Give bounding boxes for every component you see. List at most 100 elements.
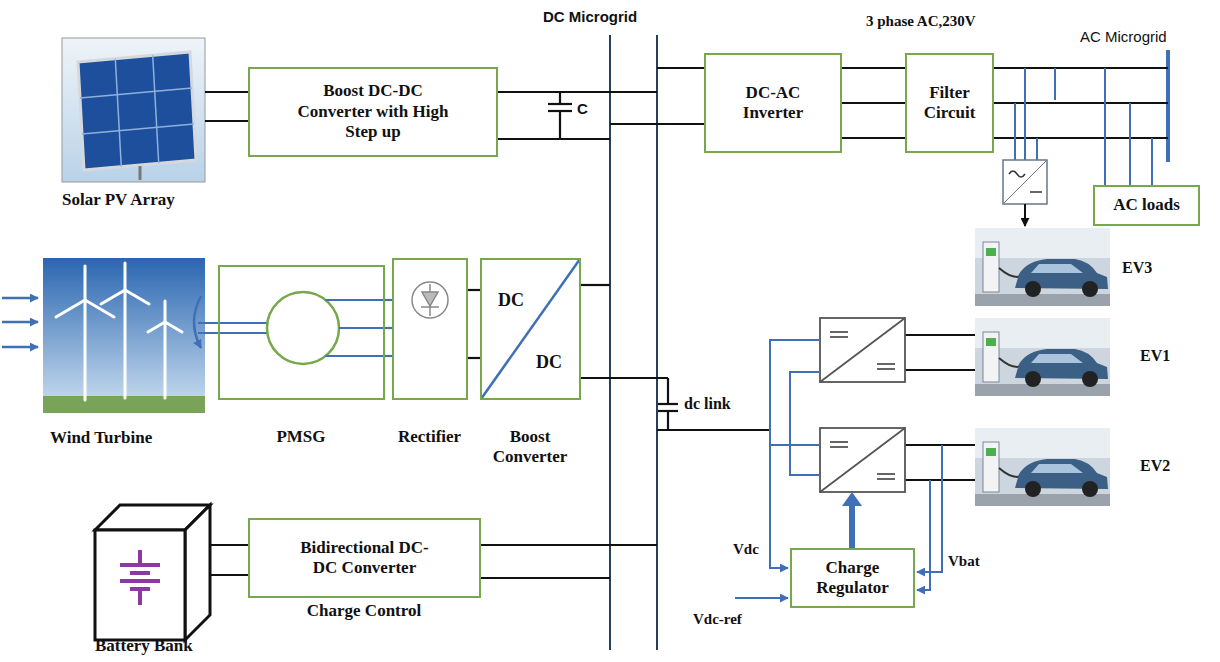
wire-connector [842, 67, 905, 69]
wind-turbine-illustration [125, 290, 149, 304]
box-caption: Rectifier [380, 427, 480, 447]
ev-charger-converter [820, 318, 905, 492]
power-wire [994, 137, 1168, 139]
power-wire [581, 284, 610, 286]
power-wire [498, 138, 610, 140]
battery-bank-illustration [120, 579, 160, 583]
box-label: Boost DC-DC Converter with High Step up [291, 81, 456, 142]
wind-turbine-illustration [101, 290, 125, 304]
power-wire [498, 91, 657, 93]
label-slot: EV1 [1140, 346, 1170, 365]
wire-connector [385, 299, 392, 301]
signal-wire [735, 597, 788, 599]
solar-pv-illustration [80, 88, 192, 98]
label-slot: Battery Bank [95, 636, 193, 656]
battery-bank-illustration [138, 550, 142, 565]
wind-turbine-illustration [43, 258, 205, 413]
ac-tap-wire [1054, 68, 1056, 100]
text-slot: Boost Converter [485, 427, 575, 468]
box-label: Charge Regulator [808, 558, 898, 599]
pmsg-symbol [267, 292, 339, 364]
ac-tap-wire [1024, 68, 1026, 160]
power-wire [905, 479, 975, 481]
rating-label: 3 phase AC,230V [866, 12, 976, 30]
pmsg-symbol [339, 327, 385, 329]
ev-label: EV2 [1140, 456, 1170, 475]
wind-turbine-illustration [56, 263, 182, 400]
charge-regulator-box: Charge Regulator [790, 548, 915, 608]
signal-wire [790, 372, 820, 475]
box-caption: PMSG [241, 427, 361, 447]
inverter-symbol [1003, 160, 1047, 204]
power-wire [994, 67, 1168, 69]
power-wire [210, 544, 248, 546]
ev-label: EV3 [1122, 258, 1152, 277]
generator-box: PMSG [218, 265, 385, 400]
label-slot: Vdc [733, 540, 759, 558]
power-wire [905, 334, 975, 336]
signal-name: Vdc-ref [693, 610, 742, 628]
box-content: Boost DC-DC Converter with High Step up [250, 69, 496, 155]
ev-charger-converter [830, 331, 848, 333]
wind-turbine-illustration [84, 266, 87, 300]
wind-arrow [2, 321, 38, 324]
control-arrow [842, 492, 862, 506]
label-slot: Solar PV Array [62, 190, 175, 210]
wind-turbine-illustration [124, 290, 127, 398]
label-slot: Wind Turbine [50, 428, 152, 448]
box-caption: Boost Converter [485, 427, 575, 468]
ev-charger-converter [877, 363, 895, 365]
inverter-symbol [1030, 191, 1042, 193]
boost-converter-box: DCDCBoost Converter [480, 258, 581, 400]
dc-bus-line [610, 35, 657, 650]
power-wire [581, 377, 668, 379]
label-slot: AC Microgrid [1080, 28, 1167, 46]
shaft [198, 323, 268, 333]
box-label: Filter Circuit [915, 83, 985, 124]
source-label: Battery Bank [95, 636, 193, 656]
capacitor-symbol [548, 92, 678, 430]
load-box: AC loads [1093, 185, 1200, 226]
source-label: Wind Turbine [50, 428, 152, 448]
rectifier-box: Rectifier [392, 258, 468, 400]
battery-bank-illustration [120, 563, 160, 567]
inverter-symbol [1024, 204, 1026, 226]
box-label: Bidirectional DC- DC Converter [292, 538, 437, 579]
capacitor-symbol [559, 111, 561, 139]
box-content: Bidirectional DC- DC Converter [250, 520, 479, 596]
text-slot: PMSG [241, 427, 361, 447]
battery-bank-illustration [130, 571, 150, 575]
capacitor-symbol [667, 378, 669, 404]
power-wire [657, 67, 704, 69]
box-label: AC loads [1113, 195, 1180, 215]
converter-diagonal [481, 259, 580, 399]
battery-bank-illustration [185, 505, 210, 640]
ev-charger-converter [820, 318, 905, 382]
control-arrow [842, 492, 862, 548]
wind-turbine-illustration [165, 322, 182, 332]
box-label: DC-AC Inverter [733, 83, 813, 124]
box-content: DC-AC Inverter [706, 55, 840, 151]
shaft [198, 322, 268, 324]
wire-connector [468, 289, 480, 291]
inverter-box: DC-AC Inverter [704, 53, 842, 153]
battery-bank-illustration [95, 505, 210, 640]
converter-diagonal [481, 259, 580, 399]
source-label: Solar PV Array [62, 190, 175, 210]
label-slot: C [577, 100, 588, 118]
power-wire [905, 369, 975, 371]
dc-bus-line [609, 35, 611, 650]
power-wire [481, 544, 657, 546]
ev-charger-converter [830, 441, 848, 443]
box-caption: Charge Control [264, 601, 464, 621]
power-wire [205, 120, 248, 122]
signal-name: Vdc [733, 540, 759, 558]
ev-charger-converter [877, 368, 895, 370]
inverter-symbol [1003, 160, 1047, 204]
connector-layer [385, 68, 905, 358]
ac-tap-wire [1014, 103, 1016, 160]
port-label: DC [498, 290, 524, 312]
ac-bus-line [1166, 50, 1170, 162]
label-slot: Vbat [948, 552, 980, 570]
signal-wire [770, 444, 820, 446]
